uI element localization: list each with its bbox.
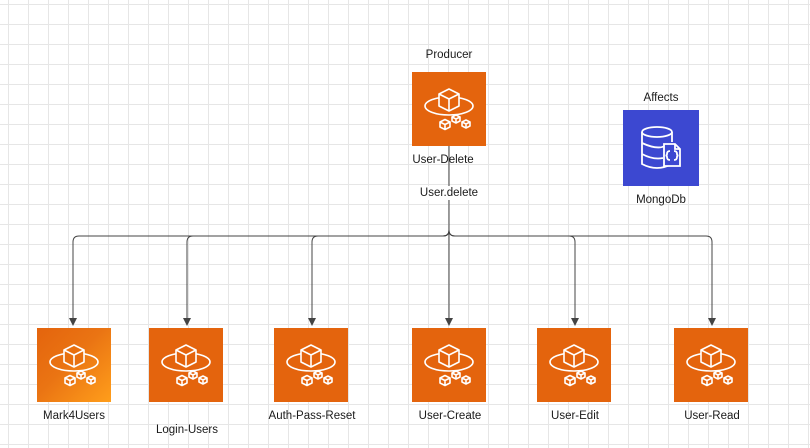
producer-name: User-Delete xyxy=(412,154,474,166)
producer-lambda-node[interactable] xyxy=(412,72,486,146)
consumer-node-auth-pass-reset[interactable] xyxy=(274,328,348,402)
event-label[interactable]: User.delete xyxy=(418,186,480,200)
producer-title: Producer xyxy=(425,49,473,61)
lambda-function-icon xyxy=(49,344,99,387)
branch-connector-mark4users[interactable] xyxy=(69,229,450,326)
branch-connector-login-users[interactable] xyxy=(183,229,450,326)
consumer-label-auth-pass-reset: Auth-Pass-Reset xyxy=(268,410,356,422)
consumer-node-user-edit[interactable] xyxy=(537,328,611,402)
database-name: MongoDb xyxy=(636,194,686,206)
lambda-function-icon xyxy=(549,344,599,387)
consumer-label-user-edit: User-Edit xyxy=(551,410,599,422)
lambda-function-icon xyxy=(161,344,211,387)
lambda-function-icon xyxy=(424,88,474,131)
database-node[interactable] xyxy=(623,110,699,186)
branch-connector-auth-pass-reset[interactable] xyxy=(308,229,450,326)
lambda-function-icon xyxy=(424,344,474,387)
branch-connector-user-read[interactable] xyxy=(448,229,716,326)
consumer-node-login-users[interactable] xyxy=(149,328,223,402)
consumer-label-user-create: User-Create xyxy=(418,410,482,422)
consumer-node-user-read[interactable] xyxy=(674,328,748,402)
consumer-label-user-read: User-Read xyxy=(684,410,740,422)
consumer-label-login-users: Login-Users xyxy=(156,424,218,436)
consumer-label-mark4users: Mark4Users xyxy=(43,410,105,422)
lambda-function-icon xyxy=(686,344,736,387)
consumer-node-mark4users[interactable] xyxy=(37,328,111,402)
consumer-node-user-create[interactable] xyxy=(412,328,486,402)
lambda-function-icon xyxy=(286,344,336,387)
database-icon xyxy=(641,126,681,169)
database-title: Affects xyxy=(643,92,679,104)
branch-connector-user-edit[interactable] xyxy=(448,229,579,326)
